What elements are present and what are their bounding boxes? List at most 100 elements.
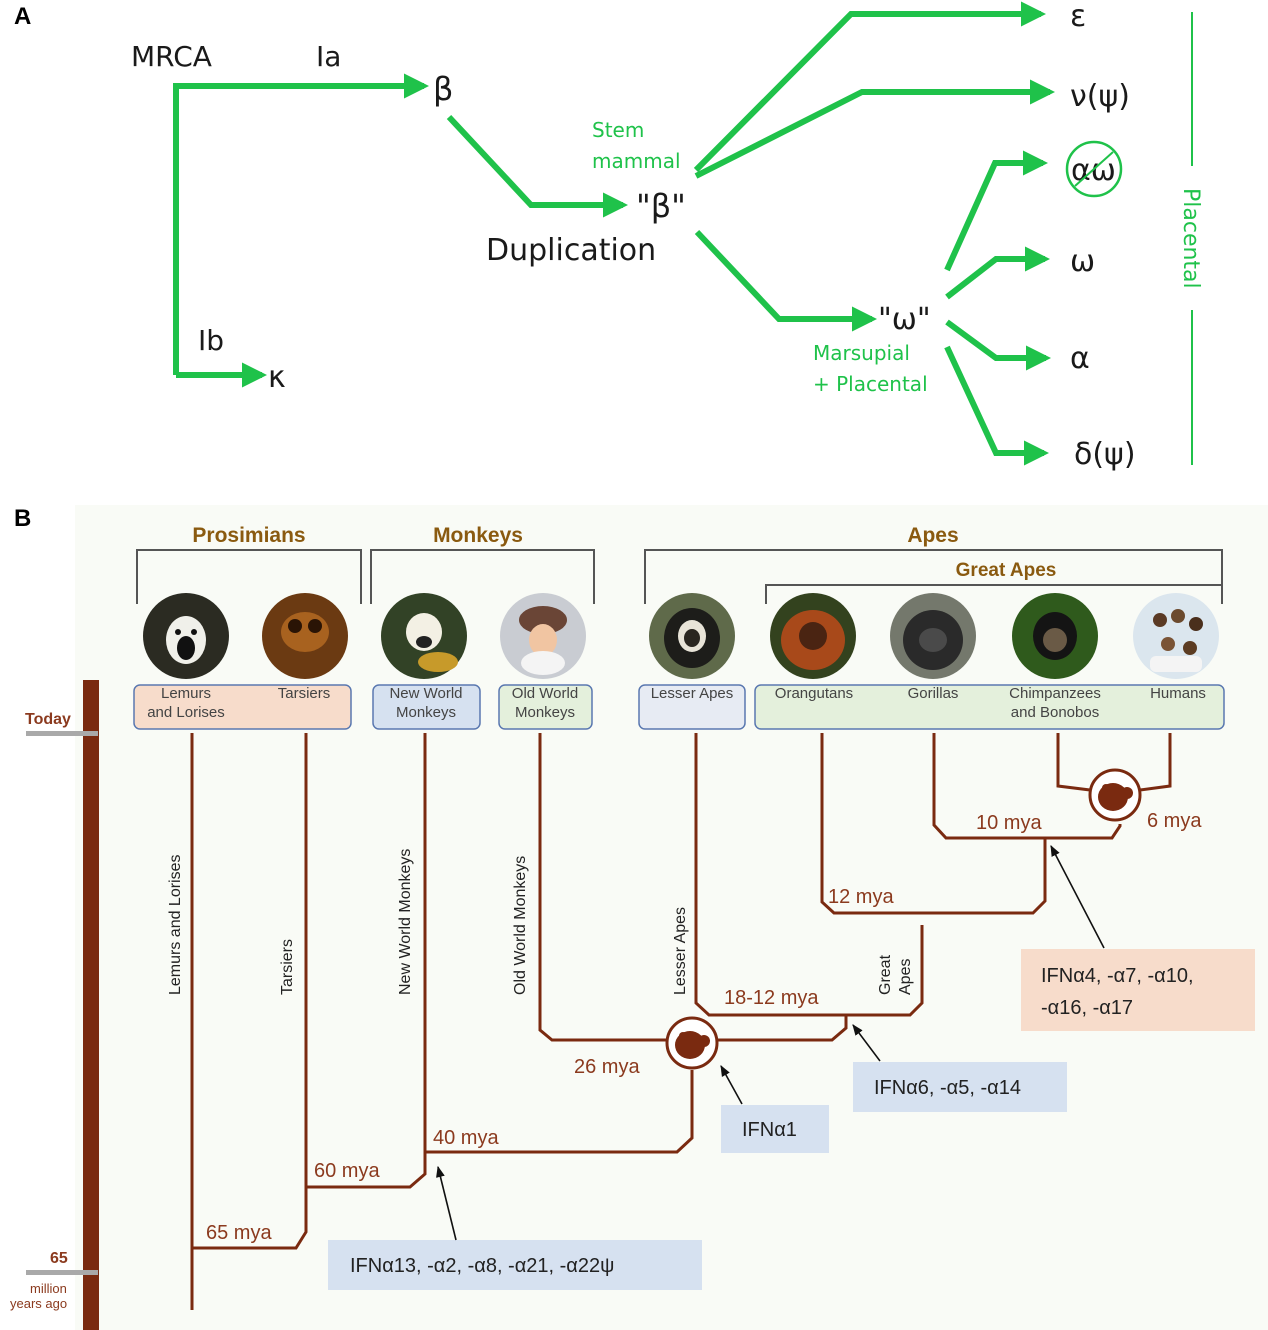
gibbon-photo-icon [649, 593, 735, 679]
species-nwm-line1: New World [389, 685, 462, 702]
time-65mya: 65 mya [206, 1222, 272, 1244]
arrow-to-alphaomega [944, 150, 1049, 272]
branch-humans [1139, 733, 1172, 792]
branch-orangutans [820, 733, 1047, 915]
branch-great [846, 925, 924, 1017]
time-18-12mya: 18-12 mya [724, 987, 819, 1009]
gene-box-a1 [721, 1105, 829, 1153]
branch-label-great-line2: Apes [897, 959, 914, 995]
gene-a6: IFNα6, -α5, -α14 [874, 1077, 1021, 1099]
gene-a4-line1: IFNα4, -α7, -α10, [1041, 965, 1194, 987]
gene-a1: IFNα1 [742, 1119, 797, 1141]
timeline-unit-line1: million [30, 1281, 67, 1296]
duplication-label: Duplication [486, 233, 656, 268]
arrow-to-beta-dup [446, 114, 629, 218]
species-gorillas: Gorillas [908, 685, 959, 702]
branch-label-great-line1: Great [877, 954, 894, 995]
branch-label-lesser: Lesser Apes [672, 907, 689, 995]
tarsier-photo-icon [262, 593, 348, 679]
gene-a4-line2: -α16, -α17 [1041, 997, 1133, 1019]
arrow-to-epsilon [693, 1, 1047, 173]
species-lesser: Lesser Apes [651, 685, 734, 702]
species-orangutans: Orangutans [775, 685, 853, 702]
branch-catarrhines [425, 1070, 694, 1154]
group-prosimians: Prosimians [192, 524, 305, 547]
pointer-a6 [852, 1024, 881, 1062]
gene-box-a13 [328, 1240, 702, 1290]
timeline-unit-line2: years ago [10, 1296, 67, 1311]
terminal-omega: ω [1070, 244, 1095, 279]
pointer-a13 [436, 1165, 457, 1241]
species-chimps-line2: and Bonobos [1011, 704, 1099, 721]
branch-lesser [694, 733, 846, 1017]
pointer-a1 [720, 1065, 743, 1105]
box-lesser [638, 684, 746, 730]
time-10mya: 10 mya [976, 812, 1042, 834]
species-owm-line2: Monkeys [515, 704, 575, 721]
terminal-epsilon: ε [1070, 0, 1086, 34]
arrow-to-nu [694, 79, 1056, 179]
time-12mya: 12 mya [828, 886, 894, 908]
terminal-alpha: α [1070, 341, 1090, 376]
bracket-apes [644, 549, 1223, 604]
group-monkeys: Monkeys [433, 524, 523, 547]
species-photos [143, 593, 1219, 679]
timeline-bar [83, 680, 99, 1330]
today-marker [26, 731, 98, 736]
bracket-prosimians [136, 549, 362, 604]
arrow-to-omega [945, 246, 1051, 300]
ib-label: Ib [198, 324, 224, 357]
branch-owm [538, 733, 678, 1042]
phylogenetic-tree [190, 733, 1172, 1310]
branch-tarsiers [192, 733, 308, 1250]
box-prosimians [133, 684, 352, 730]
branch-gorillas [932, 733, 1122, 840]
branch-label-tarsiers: Tarsiers [279, 939, 296, 995]
marsupial-line1: Marsupial [813, 341, 910, 365]
box-nwm [372, 684, 481, 730]
time-26mya: 26 mya [574, 1056, 640, 1078]
panel-b: B Prosimians Monkeys Apes Great Apes [10, 505, 1268, 1330]
primate-node-icon-26mya [665, 1016, 719, 1070]
chimpanzee-photo-icon [1012, 593, 1098, 679]
primate-node-icon-6mya [1088, 768, 1142, 822]
species-nwm-line2: Monkeys [396, 704, 456, 721]
strike-circle-icon [1065, 140, 1123, 198]
omega-node-label: "ω" [878, 302, 931, 337]
panel-b-label: B [14, 505, 31, 532]
langur-photo-icon [500, 593, 586, 679]
branch-nwm [306, 733, 427, 1189]
gorilla-photo-icon [890, 593, 976, 679]
stem-mammal-line1: Stem [592, 118, 644, 142]
box-owm [498, 684, 593, 730]
species-humans: Humans [1150, 685, 1206, 702]
terminal-nu: ν(ψ) [1070, 79, 1130, 114]
group-brackets [136, 549, 1223, 604]
group-great-apes: Great Apes [956, 560, 1057, 581]
branch-label-lemurs: Lemurs and Lorises [167, 854, 184, 995]
terminal-delta: δ(ψ) [1074, 437, 1136, 472]
kappa-label: κ [268, 360, 286, 395]
branch-label-owm: Old World Monkeys [512, 856, 529, 995]
panel-a: A MRCA Ia Ib β κ "β" Duplication Stem ma… [14, 0, 1203, 472]
squirrel-monkey-photo-icon [381, 593, 467, 679]
branch-chimps [1056, 733, 1091, 792]
species-owm-line1: Old World [512, 685, 578, 702]
timeline-65: 65 [50, 1250, 68, 1267]
species-tarsiers: Tarsiers [278, 685, 331, 702]
branch-label-nwm: New World Monkeys [397, 849, 414, 995]
panel-a-arrows [173, 1, 1056, 466]
marsupial-line2: + Placental [813, 372, 928, 396]
timeline-today: Today [25, 711, 71, 728]
mrca-label: MRCA [131, 40, 212, 73]
gene-box-a4 [1021, 949, 1255, 1031]
humans-photo-icon [1133, 593, 1219, 679]
branch-apes [718, 1015, 848, 1042]
gene-a13: IFNα13, -α2, -α8, -α21, -α22ψ [350, 1255, 614, 1277]
species-lemurs-line2: and Lorises [147, 704, 225, 721]
time-60mya: 60 mya [314, 1160, 380, 1182]
species-chimps-line1: Chimpanzees [1009, 685, 1101, 702]
bracket-great-apes [765, 584, 1222, 604]
arrow-to-beta [173, 73, 430, 375]
